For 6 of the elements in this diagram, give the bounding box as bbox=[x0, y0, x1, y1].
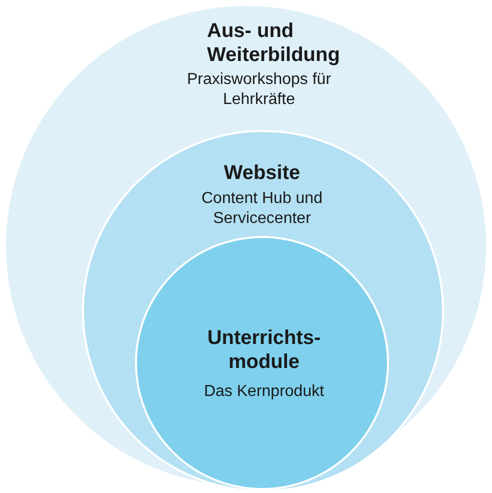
band-heading: Unterrichts- module bbox=[206, 326, 322, 374]
band-description: Praxisworkshops für Lehrkräfte bbox=[186, 70, 332, 110]
band-heading: Website bbox=[222, 161, 302, 185]
band-description: Content Hub und Servicecenter bbox=[200, 189, 324, 229]
band-heading: Aus- und Weiterbildung bbox=[207, 19, 341, 67]
band-description: Das Kernprodukt bbox=[202, 382, 326, 402]
